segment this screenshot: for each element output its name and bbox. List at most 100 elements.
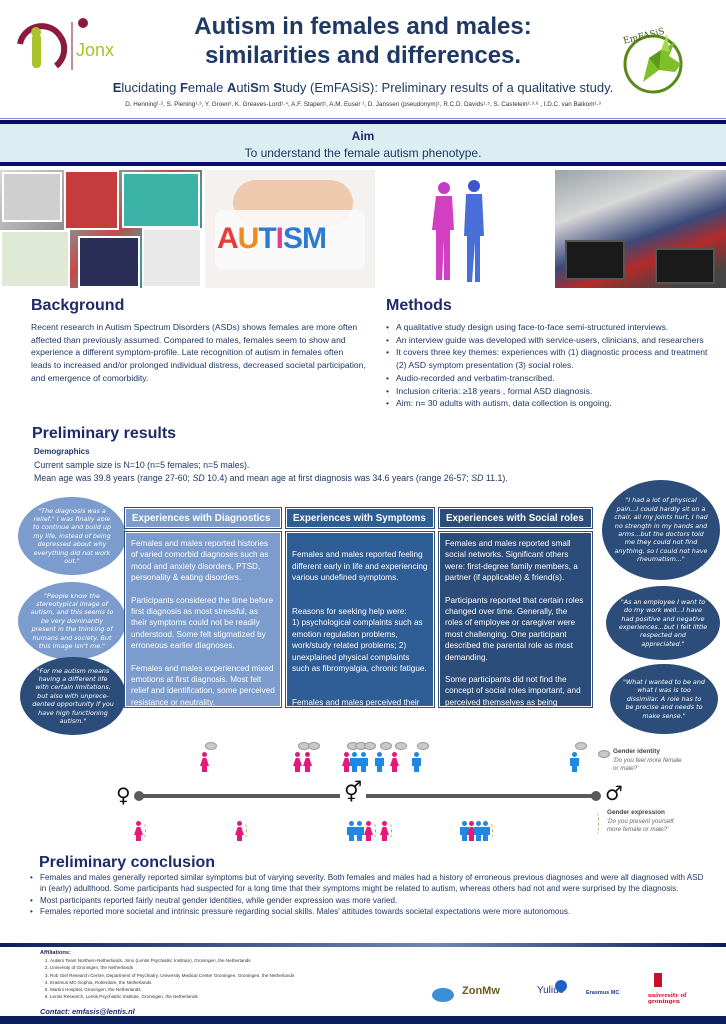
quote-bubble: "As an employee I want to do my work wel…	[606, 586, 720, 660]
quote-bubble: "The diagnosis was a relief." I was fina…	[18, 497, 126, 575]
gender-identity-legend-question: 'Do you feel more female or male?'	[613, 757, 682, 772]
affiliation-item: Rob Giel Research Centre, Department of …	[50, 972, 420, 979]
methods-list: A qualitative study design using face-to…	[386, 321, 716, 410]
aim-title: Aim	[351, 129, 375, 143]
gender-scale-line	[138, 794, 596, 798]
female-figure-icon	[303, 752, 312, 772]
results-heading: Preliminary results	[32, 425, 177, 442]
autism-puzzle-letters: AUTISM	[217, 222, 327, 255]
yulius-logo: Yulius	[537, 985, 564, 996]
expression-outline-icon	[387, 822, 392, 840]
affiliation-item: Lentis Research, Lentis Psychiatric Inst…	[50, 993, 420, 1000]
female-figure-icon	[364, 821, 373, 841]
poster-title: Autism in females and males: similaritie…	[140, 12, 586, 70]
female-symbol-icon: ♀	[116, 783, 131, 807]
erasmus-mc-logo: Erasmus MC	[586, 990, 620, 996]
emfasis-unicorn-logo: EmFASiS	[622, 27, 683, 94]
female-figure-icon	[235, 821, 244, 841]
methods-item: Inclusion criteria: ≥18 years , formal A…	[386, 385, 716, 398]
affiliations: Affiliations: Autism Team Northern-Nethe…	[40, 950, 420, 1000]
groningen-crest-icon	[654, 973, 662, 987]
jonx-logo: Jonx	[17, 18, 114, 70]
column-header-symptoms: Experiences with Symptoms	[285, 507, 435, 529]
male-figure-icon	[355, 821, 364, 841]
male-figure-icon	[359, 752, 368, 772]
quote-bubble: "I had a lot of physical pain...I could …	[602, 480, 720, 580]
male-figure-icon	[474, 821, 483, 841]
autism-puzzle-image: AUTISM	[205, 170, 375, 288]
female-figure-icon	[293, 752, 302, 772]
conclusion-heading: Preliminary conclusion	[39, 854, 216, 871]
sample-size-text: Current sample size is N=10 (n=5 females…	[34, 460, 250, 470]
male-figure-icon	[375, 752, 384, 772]
male-figure-icon	[570, 752, 579, 772]
zonmw-logo: ZonMw	[462, 985, 500, 997]
yulius-circle-icon	[555, 980, 567, 992]
background-heading: Background	[31, 297, 125, 314]
gender-identity-legend-title: Gender identity	[613, 748, 660, 755]
male-figure-icon	[350, 752, 359, 772]
scale-endpoint-male	[591, 791, 601, 801]
brain-icon	[417, 742, 429, 750]
brain-icon	[380, 742, 392, 750]
expression-outline-icon	[594, 811, 599, 835]
word-cloud-figures-image	[420, 170, 500, 288]
title-line-1: Autism in females and males:	[194, 13, 532, 40]
authors: D. Henning¹·², S. Piening¹·³, Y. Groen²,…	[125, 101, 601, 108]
female-word-figure	[432, 182, 454, 280]
affiliation-item: Autism Team Northern-Netherlands, Jonx (…	[50, 957, 420, 964]
gender-expression-legend-title: Gender expression	[607, 809, 665, 816]
brain-icon	[205, 742, 217, 750]
female-figure-icon	[342, 752, 351, 772]
transgender-symbol-icon: ⚥	[344, 780, 363, 804]
quote-bubble: "People know the stereotypical image of …	[18, 582, 126, 660]
methods-item: An interview guide was developed with se…	[386, 334, 716, 347]
column-header-diagnostics: Experiences with Diagnostics	[124, 507, 282, 529]
age-text: Mean age was 39.8 years (range 27-60; SD…	[34, 473, 508, 483]
methods-heading: Methods	[386, 297, 452, 314]
footer-divider	[0, 943, 726, 947]
zonmw-bird-icon	[432, 988, 454, 1002]
quote-bubble: "What I wanted to be and what I was is t…	[610, 664, 718, 734]
methods-item: It covers three key themes: experiences …	[386, 346, 716, 371]
female-figure-icon	[467, 821, 476, 841]
brain-icon	[308, 742, 320, 750]
brain-icon	[395, 742, 407, 750]
female-figure-icon	[134, 821, 143, 841]
footer-bar	[0, 1016, 726, 1024]
female-figure-icon	[390, 752, 399, 772]
conclusion-item: Most participants reported fairly neutra…	[30, 895, 710, 907]
background-text: Recent research in Autism Spectrum Disor…	[31, 322, 366, 383]
male-word-figure	[464, 180, 484, 282]
brain-icon	[364, 742, 376, 750]
poster-header: Jonx Autism in females and males: simila…	[0, 0, 726, 115]
quote-bubble: "For me autism means having a different …	[20, 657, 126, 735]
affiliation-item: University of Groningen, the Netherlands	[50, 964, 420, 971]
male-figure-icon	[460, 821, 469, 841]
column-body-diagnostics: Females and males reported histories of …	[124, 531, 282, 708]
demographics-label: Demographics	[34, 447, 90, 456]
women-photo-collage	[0, 170, 202, 288]
contact-email-link[interactable]: Contact: emfasis@lentis.nl	[40, 1007, 135, 1016]
female-figure-icon	[200, 752, 209, 772]
jonx-logo-text: Jonx	[76, 40, 114, 60]
methods-item: A qualitative study design using face-to…	[386, 321, 716, 334]
expression-outline-icon	[488, 822, 493, 840]
expression-outline-icon	[371, 822, 376, 840]
university-groningen-logo: university of groningen	[648, 993, 687, 1006]
affiliation-item: Martini Hospital, Groningen, the Netherl…	[50, 986, 420, 993]
expression-outline-icon	[242, 822, 247, 840]
expression-outline-icon	[141, 822, 146, 840]
title-line-2: similarities and differences.	[204, 42, 522, 69]
male-figure-icon	[412, 752, 421, 772]
affiliations-title: Affiliations:	[40, 950, 71, 956]
subtitle: Elucidating Female AutiSm Study (EmFASiS…	[112, 80, 614, 95]
female-figure-icon	[380, 821, 389, 841]
methods-item: Audio-recorded and verbatim-transcribed.	[386, 372, 716, 385]
methods-item: Aim: n= 30 adults with autism, data coll…	[386, 397, 716, 410]
gender-expression-legend-question: 'Do you present yourself more female or …	[607, 818, 674, 833]
scale-endpoint-female	[134, 791, 144, 801]
brain-icon	[575, 742, 587, 750]
male-symbol-icon: ♂	[605, 781, 623, 805]
lab-team-photo	[555, 170, 726, 288]
